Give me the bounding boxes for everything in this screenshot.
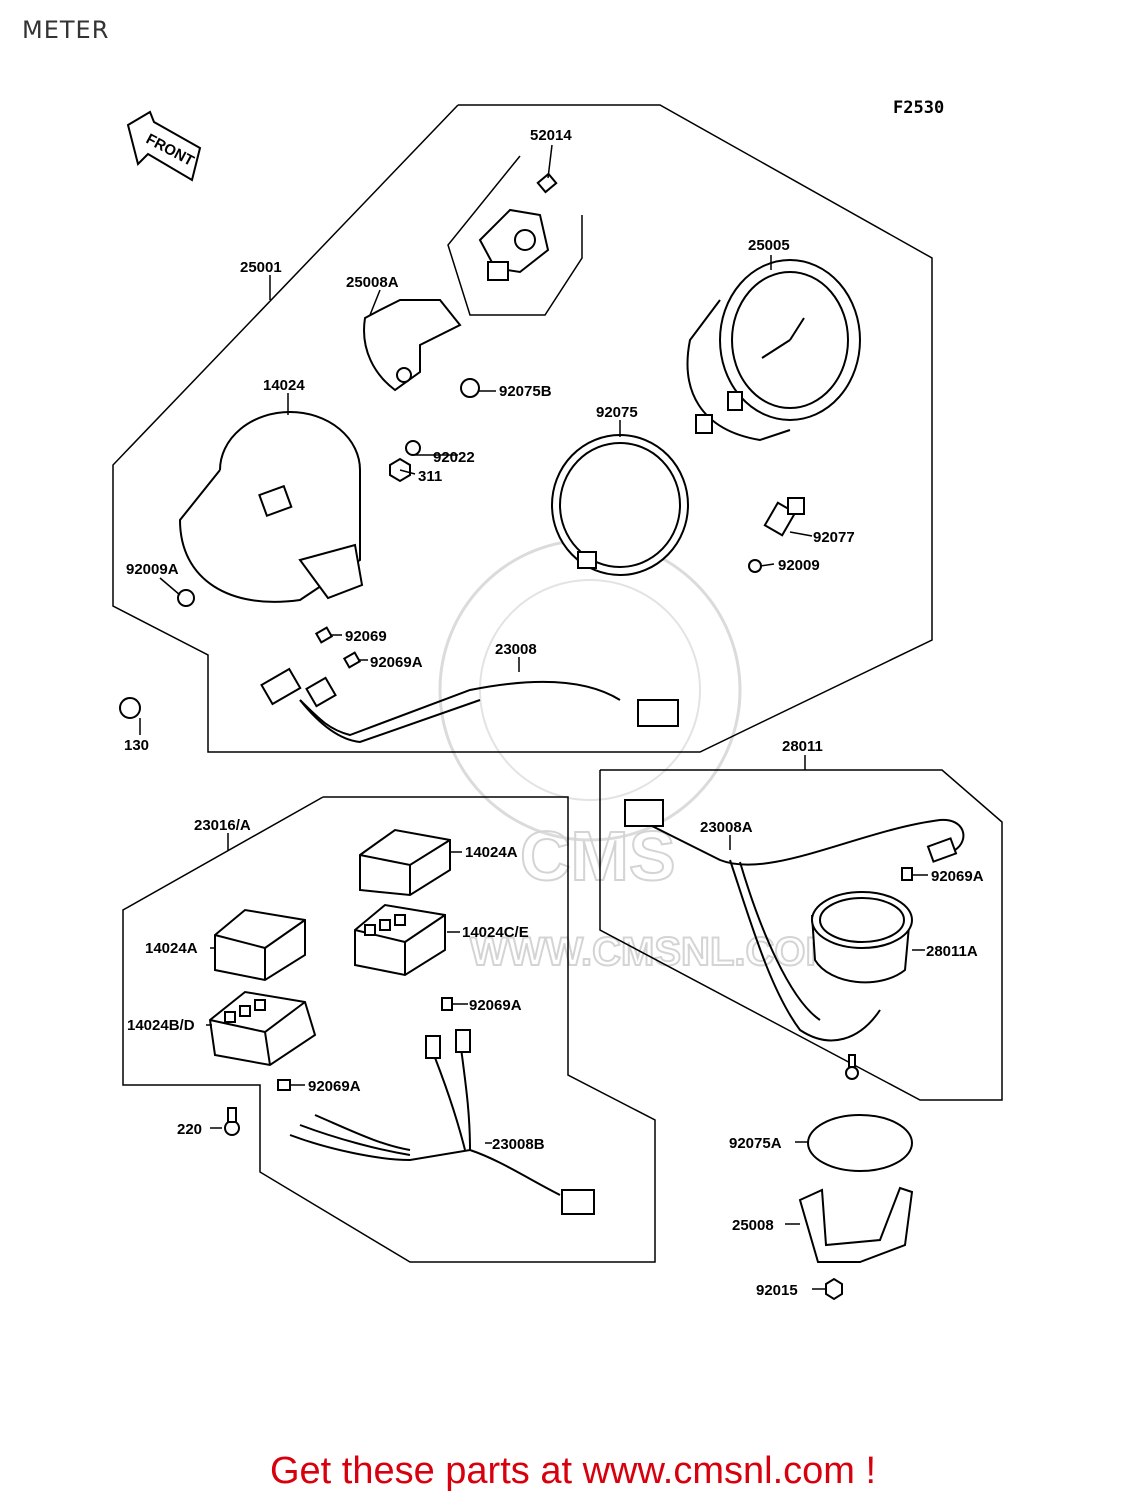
label-14024: 14024 <box>263 377 305 394</box>
label-25008: 25008 <box>732 1217 774 1234</box>
label-52014: 52014 <box>530 127 572 144</box>
label-92015: 92015 <box>756 1282 798 1299</box>
page-title: METER <box>22 16 110 44</box>
meter-bracket-part <box>363 299 462 392</box>
meter-ring-part <box>551 434 689 576</box>
tacho-bracket-part <box>798 1186 914 1263</box>
label-25008A: 25008A <box>346 274 399 291</box>
leader-lines <box>139 144 928 1290</box>
meter-harness-part <box>260 626 679 744</box>
watermark-url: WWW.CMSNL.COM <box>470 930 839 974</box>
part-labels: 52014 25001 25008A 25005 14024 92075B 92… <box>124 127 984 1299</box>
label-23016A: 23016/A <box>194 817 251 834</box>
label-23008A: 23008A <box>700 819 753 836</box>
front-arrow-label: FRONT <box>143 131 197 170</box>
nut-92015-part <box>825 1277 843 1301</box>
cable-joint-part <box>763 497 805 537</box>
indicator-box-14024A-left <box>214 908 306 982</box>
label-92077: 92077 <box>813 529 855 546</box>
label-28011: 28011 <box>782 738 823 755</box>
label-92069A-mid: 92069A <box>469 997 522 1014</box>
label-92069-top: 92069 <box>345 628 387 645</box>
footer-link[interactable]: Get these parts at www.cmsnl.com ! <box>269 1450 877 1492</box>
watermark-brand: CMS <box>520 817 676 895</box>
label-28011A: 28011A <box>926 943 978 960</box>
indicator-box-14024A-right <box>359 828 451 897</box>
label-92009A: 92009A <box>126 561 179 578</box>
front-arrow-icon: FRONT <box>126 110 202 182</box>
speed-sensor-part <box>478 172 558 281</box>
label-92075A: 92075A <box>729 1135 782 1152</box>
label-14024BD: 14024B/D <box>127 1017 195 1034</box>
label-14024A-left: 14024A <box>145 940 198 957</box>
meter-cup-part <box>178 411 364 603</box>
fastener-parts-lower <box>224 867 913 1136</box>
label-92075B: 92075B <box>499 383 552 400</box>
upper-assembly-outline <box>112 104 933 753</box>
label-92009: 92009 <box>778 557 820 574</box>
cmsnl-watermark: CMS WWW.CMSNL.COM <box>438 538 840 975</box>
label-92069A-low: 92069A <box>308 1078 361 1095</box>
label-23008: 23008 <box>495 641 537 658</box>
label-25001: 25001 <box>240 259 282 276</box>
indicator-box-14024CE <box>354 903 446 977</box>
label-220: 220 <box>177 1121 202 1138</box>
tacho-ring-part <box>807 1114 913 1172</box>
label-92022: 92022 <box>433 449 475 466</box>
fastener-parts-top <box>119 378 762 719</box>
label-14024CE: 14024C/E <box>462 924 529 941</box>
figure-code: F2530 <box>893 98 945 118</box>
indicator-harness-part <box>289 1029 595 1215</box>
label-311: 311 <box>418 468 442 485</box>
speedometer-part <box>686 259 861 442</box>
label-25005: 25005 <box>748 237 790 254</box>
label-23008B: 23008B <box>492 1136 545 1153</box>
indicator-assembly-outline <box>122 796 656 1263</box>
label-92069A-right: 92069A <box>931 868 984 885</box>
sensor-group-outline <box>447 155 583 316</box>
label-92069A-top: 92069A <box>370 654 423 671</box>
indicator-box-14024BD <box>208 990 317 1067</box>
label-92075: 92075 <box>596 404 638 421</box>
label-130: 130 <box>124 737 149 754</box>
tachometer-part <box>624 799 965 1042</box>
tacho-assembly-outline <box>599 769 1003 1101</box>
meter-exploded-diagram: CMS WWW.CMSNL.COM FRONT <box>112 104 1003 1301</box>
label-14024A-right: 14024A <box>465 844 518 861</box>
